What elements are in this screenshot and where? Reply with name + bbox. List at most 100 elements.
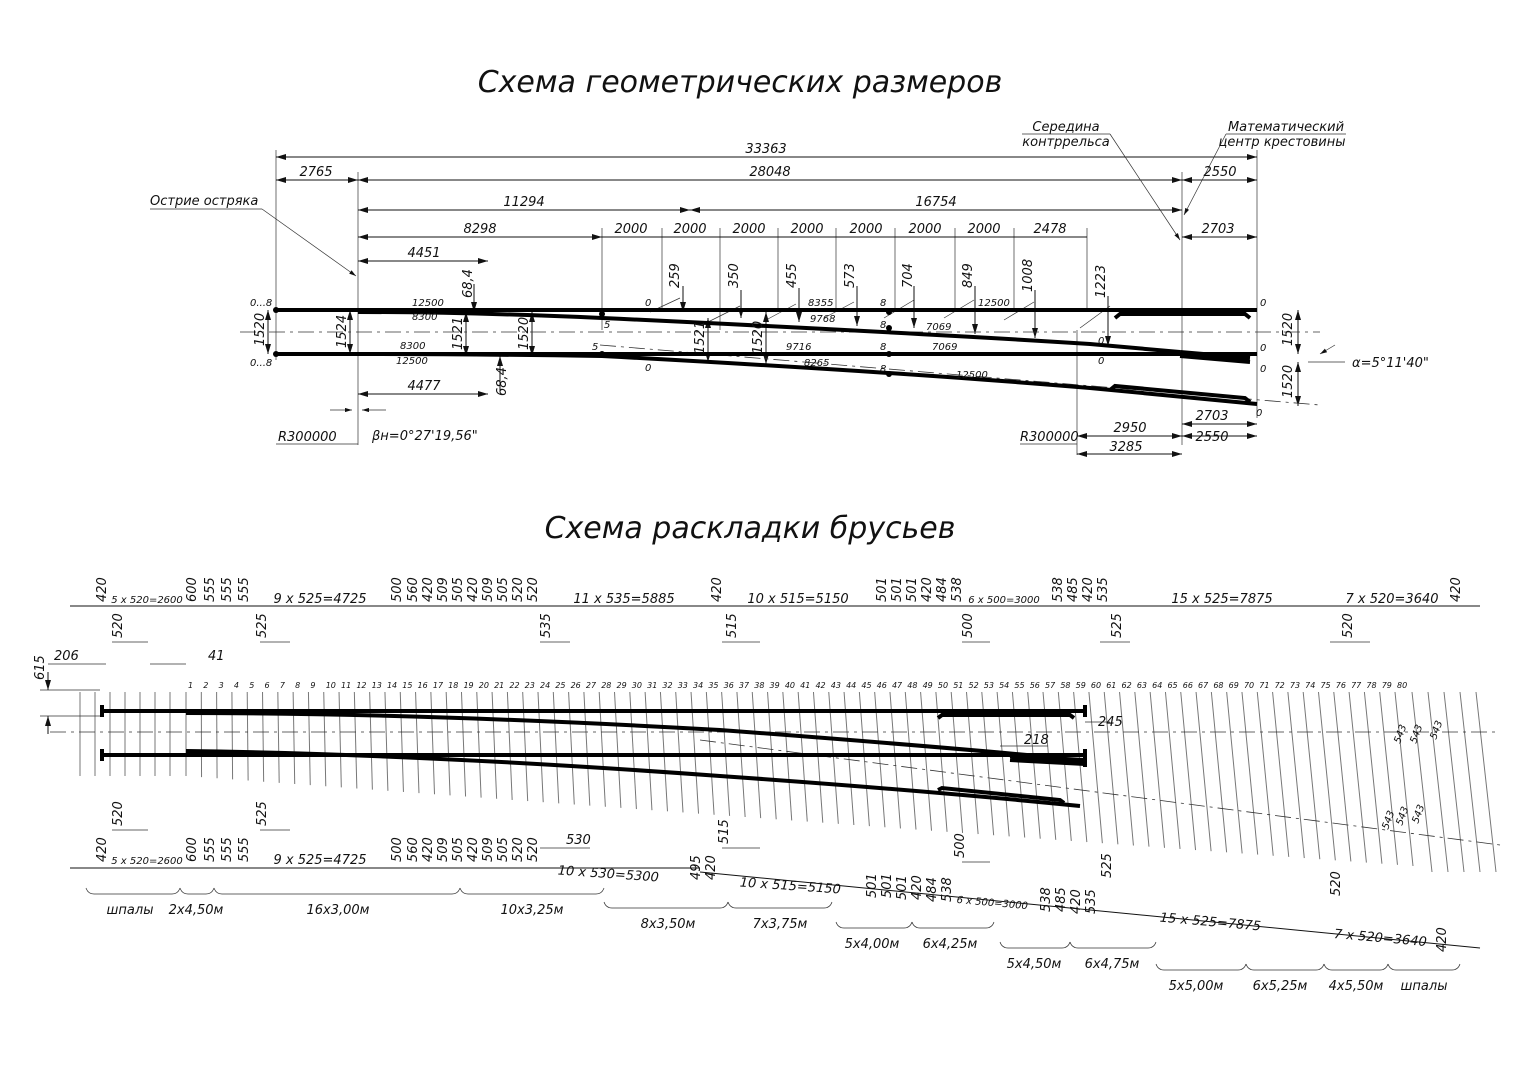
gauge-1524: 1524 xyxy=(335,315,350,348)
layout-diverging-axis xyxy=(699,739,1501,846)
joint-gap-0-d: 0 xyxy=(1098,356,1104,367)
joint-gap-0-g: 0 xyxy=(1260,364,1266,375)
tie-number: 66 xyxy=(1183,681,1193,690)
tie-number: 62 xyxy=(1122,681,1132,690)
tie-number: 38 xyxy=(754,681,764,690)
dim-4451: 4451 xyxy=(407,246,440,261)
ordinate-455: 455 xyxy=(785,263,800,288)
lower-spacing: 509 xyxy=(481,837,496,862)
tie-length-label: шпалы xyxy=(1401,979,1448,994)
dim-515-b: 515 xyxy=(717,819,732,844)
upper-spacing: 535 xyxy=(1096,577,1111,602)
upper-spacing: 420 xyxy=(421,577,436,602)
gauge-1521-b: 1521 xyxy=(693,321,708,354)
upper-spacing: 538 xyxy=(950,577,965,602)
gauge-1520-left: 1520 xyxy=(253,313,268,346)
tie-number: 36 xyxy=(724,681,734,690)
switch-tie xyxy=(369,691,373,790)
upper-spacing: 505 xyxy=(451,577,466,602)
point-of-switch-label: Острие остряка xyxy=(150,194,258,209)
switch-tie xyxy=(843,691,855,826)
joint-gap-0-c: 0 xyxy=(1098,336,1104,347)
rail-length-12500-d: 12500 xyxy=(956,370,988,381)
tie-number: 70 xyxy=(1244,681,1254,690)
tie-number: 73 xyxy=(1290,681,1300,690)
tie-number: 71 xyxy=(1259,681,1269,690)
tie-number: 12 xyxy=(356,681,366,690)
switch-tie xyxy=(415,691,420,794)
upper-spacing: 509 xyxy=(481,577,496,602)
dim-2478: 2478 xyxy=(1033,222,1066,237)
tie-number: 7 xyxy=(280,681,286,690)
lower-spacing: 505 xyxy=(496,837,511,862)
dim-2550-bottom: 2550 xyxy=(1195,430,1228,445)
tie-number: 22 xyxy=(509,681,519,690)
gauge-1521-a: 1521 xyxy=(451,317,466,350)
ordinate-1223: 1223 xyxy=(1094,265,1109,298)
lower-spacing: 485 xyxy=(1054,887,1069,912)
tie-number: 11 xyxy=(341,681,351,690)
switch-tie xyxy=(858,691,870,827)
dim-2000-1: 2000 xyxy=(614,222,647,237)
switch-tie xyxy=(935,691,948,832)
layout-guard-rail-lower xyxy=(937,785,1066,805)
dim-theoretical-length: 28048 xyxy=(749,165,790,180)
tie-number: 56 xyxy=(1030,681,1040,690)
switch-tie xyxy=(1272,691,1290,857)
tie-number: 18 xyxy=(448,681,458,690)
switch-tie xyxy=(1195,691,1212,852)
tie-number: 53 xyxy=(984,681,994,690)
tolerance-label-top: 0...8 xyxy=(250,298,272,309)
dim-41: 41 xyxy=(208,649,225,664)
upper-group-label: 10 x 515=5150 xyxy=(747,592,848,607)
tie-number: 16 xyxy=(418,681,428,690)
tie-number: 10 xyxy=(326,681,336,690)
switch-tie xyxy=(384,691,389,791)
dim-16754: 16754 xyxy=(915,195,956,210)
switch-tie xyxy=(1180,691,1197,851)
tie-number: 40 xyxy=(785,681,795,690)
joint-gap-5-a: 5 xyxy=(604,320,610,331)
upper-spacing: 420 xyxy=(1081,577,1096,602)
tie-number: 29 xyxy=(617,681,627,690)
dim-520-d: 520 xyxy=(1329,871,1344,896)
upper-spacing: 555 xyxy=(237,577,252,602)
lower-tie-spacings: 420 600 555 555 555 500 560 420 509 505 … xyxy=(95,837,1450,952)
upper-spacing: 420 xyxy=(710,577,725,602)
switch-tie xyxy=(1379,691,1398,865)
tie-number: 28 xyxy=(601,681,611,690)
lower-spacing: 420 xyxy=(95,837,110,862)
upper-spacing: 420 xyxy=(95,577,110,602)
switch-tie xyxy=(506,691,513,800)
upper-spacing: 501 xyxy=(905,577,920,602)
lower-spacing: 560 xyxy=(406,837,421,862)
tie-number: 78 xyxy=(1366,681,1376,690)
dim-11294: 11294 xyxy=(503,195,544,210)
gauge-1520-right-1: 1520 xyxy=(1281,313,1296,346)
tie-number: 79 xyxy=(1382,681,1392,690)
switch-angle-beta: βн=0°27'19,56" xyxy=(371,429,478,444)
tie-length-label: 7x3,75м xyxy=(753,917,808,932)
tie-number: 80 xyxy=(1397,681,1407,690)
joint-gap-8-a: 8 xyxy=(880,298,886,309)
switch-tie xyxy=(1333,691,1352,862)
switch-tie xyxy=(1302,691,1321,860)
layout-guard-rail-upper xyxy=(936,713,1076,720)
switch-tie xyxy=(889,691,901,829)
dim-3285: 3285 xyxy=(1109,440,1142,455)
tie-number: 34 xyxy=(693,681,703,690)
tie-number: 39 xyxy=(770,681,780,690)
switch-tie xyxy=(522,691,529,802)
dim-530: 530 xyxy=(566,833,591,848)
tie-number: 5 xyxy=(249,681,254,690)
tie-number: 59 xyxy=(1076,681,1086,690)
switch-tie xyxy=(920,691,933,831)
lower-spacing: 538 xyxy=(940,877,955,902)
dim-2703-top: 2703 xyxy=(1201,222,1234,237)
upper-spacing: 420 xyxy=(920,577,935,602)
dim-2000-2: 2000 xyxy=(673,222,706,237)
switch-tie xyxy=(1134,691,1150,847)
lower-group-label: 6 x 500=3000 xyxy=(956,895,1028,912)
guard-rail-upper xyxy=(1113,312,1252,320)
